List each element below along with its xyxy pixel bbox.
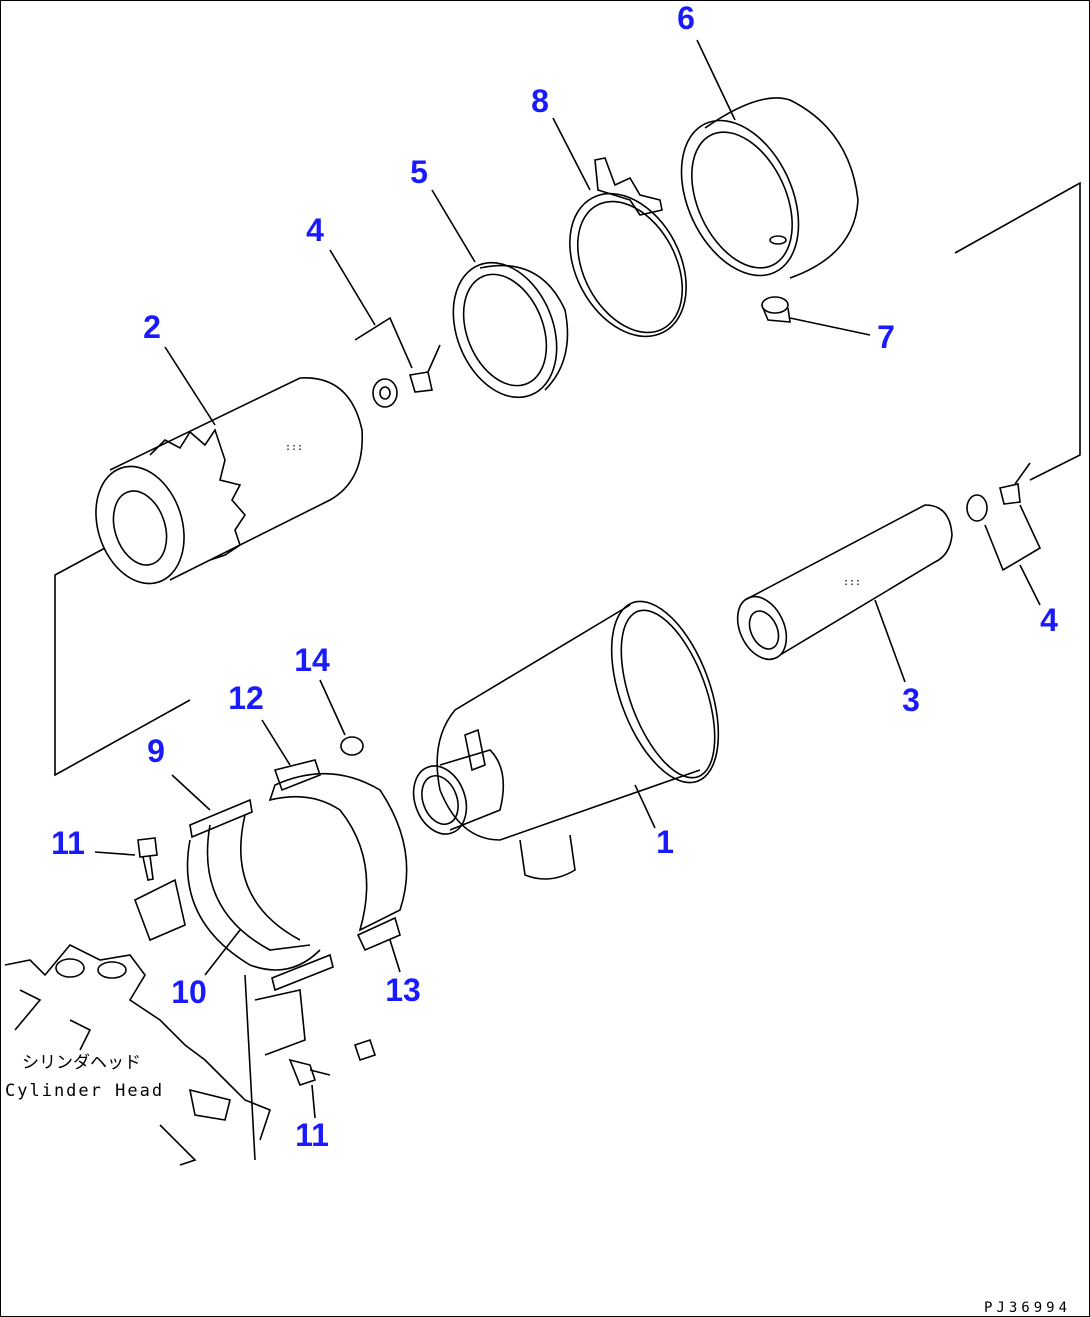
callout-8: 8: [531, 83, 549, 119]
callout-6: 6: [677, 0, 695, 36]
part-9-rubber-strip: [189, 798, 334, 992]
svg-text::::: :::: [843, 577, 861, 588]
drawing-code: PJ36994: [984, 1300, 1071, 1316]
part-6-dust-cup: [680, 97, 859, 279]
cylinder-head-outline: [4, 944, 271, 1166]
callout-10: 10: [171, 974, 207, 1010]
callout-4-lower: 4: [1040, 602, 1058, 638]
callout-13: 13: [385, 972, 421, 1008]
part-5-seal-ring: [452, 261, 569, 399]
part-14-nut: [340, 736, 364, 756]
callout-14: 14: [294, 642, 330, 678]
cylinder-head-label-jp: シリンダヘッド: [22, 1053, 141, 1073]
callout-2: 2: [143, 309, 161, 345]
part-4-nut-washer: [354, 316, 441, 408]
part-8-clamp: [569, 157, 687, 338]
callout-11: 11: [51, 825, 85, 861]
callout-1: 1: [656, 824, 674, 860]
svg-text::::: :::: [285, 442, 303, 453]
cylinder-head-label-en: Cylinder Head: [5, 1081, 164, 1101]
part-2-outer-element: :::: [95, 377, 364, 585]
callout-7: 7: [877, 319, 895, 355]
part-10-bracket: [133, 814, 321, 1161]
callout-3: 3: [902, 682, 920, 718]
part-3-inner-element: :::: [736, 504, 953, 661]
callout-5: 5: [410, 154, 428, 190]
part-12-13-band: [268, 759, 408, 952]
leader-lines: [94, 39, 1041, 1119]
part-4-nut-washer-lower: [966, 462, 1042, 572]
assembly-lines: [54, 181, 1081, 777]
callout-4: 4: [306, 212, 324, 248]
callout-12: 12: [228, 680, 264, 716]
part-1-air-cleaner-body: [412, 600, 720, 880]
part-11-bolts: [137, 837, 377, 1086]
callout-9: 9: [147, 733, 165, 769]
part-7-valve: [761, 296, 791, 323]
callout-11-lower: 11: [295, 1117, 329, 1153]
